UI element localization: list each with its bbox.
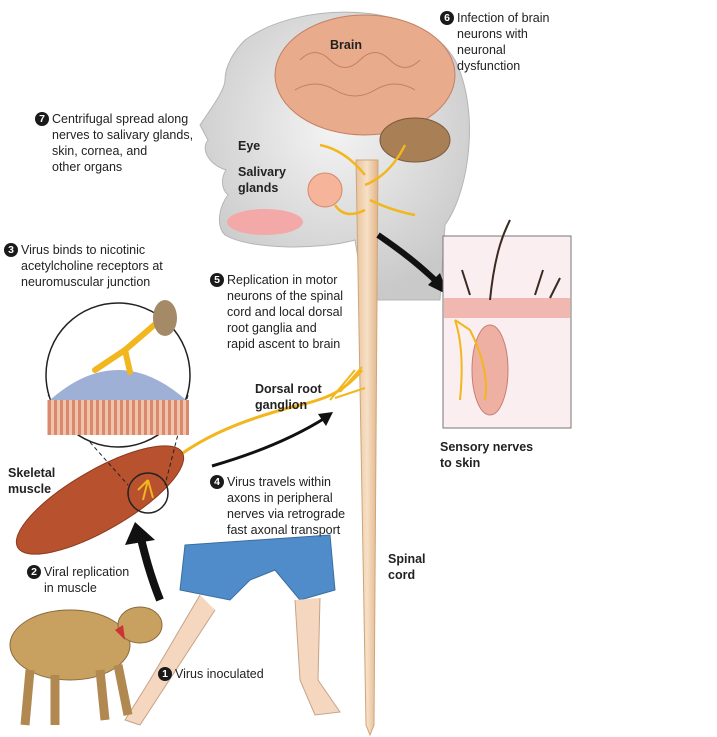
step-line: axons in peripheral (227, 491, 333, 505)
step-line: Replication in motor (227, 273, 338, 287)
label-line: ganglion (255, 398, 308, 412)
label-line: Skeletal (8, 466, 56, 480)
label-line: to skin (440, 456, 481, 470)
step-2: 2 Viral replication in muscle (27, 564, 129, 596)
label-salivary-glands: Salivary glands (238, 164, 286, 196)
label-line: glands (238, 181, 279, 195)
neuromuscular-junction-inset (45, 300, 191, 448)
step-line: Centrifugal spread along (52, 112, 189, 126)
label-line: Salivary (238, 165, 286, 179)
step-line: Viral replication (44, 565, 130, 579)
arrow-to-brain (211, 416, 326, 468)
label-line: Spinal (388, 552, 426, 566)
step-line: Virus binds to nicotinic (21, 243, 146, 257)
label-skeletal-muscle: Skeletal muscle (8, 465, 55, 497)
step-number-badge: 5 (210, 273, 224, 287)
step-number-badge: 1 (158, 667, 172, 681)
skin-inset (442, 219, 572, 429)
step-line: other organs (52, 160, 123, 174)
step-line: rapid ascent to brain (227, 337, 341, 351)
step-line: acetylcholine receptors at (21, 259, 163, 273)
label-eye: Eye (238, 139, 261, 153)
step-line: neurons of the spinal (227, 289, 344, 303)
step-number-badge: 4 (210, 475, 224, 489)
step-line: skin, cornea, and (52, 144, 148, 158)
label-line: Dorsal root (255, 382, 322, 396)
shorts (179, 534, 336, 601)
arrow-to-muscle (136, 534, 164, 602)
mouth (227, 209, 303, 235)
step-line: root ganglia and (227, 321, 317, 335)
step-line: nerves via retrograde (227, 507, 346, 521)
step-line: dysfunction (457, 59, 521, 73)
step-line: neuromuscular junction (21, 275, 151, 289)
label-dorsal-root-ganglion: Dorsal root ganglion (255, 381, 322, 413)
step-line: in muscle (44, 581, 97, 595)
skeletal-muscle-shape (15, 445, 185, 555)
step-line: Virus inoculated (175, 667, 264, 681)
step-line: cord and local dorsal (227, 305, 343, 319)
step-number-badge: 3 (4, 243, 18, 257)
step-line: Virus travels within (227, 475, 331, 489)
step-number-badge: 6 (440, 11, 454, 25)
label-line: Sensory nerves (440, 440, 534, 454)
step-number-badge: 2 (27, 565, 41, 579)
brain-shape (274, 14, 456, 136)
label-line: cord (388, 568, 416, 582)
dog (9, 606, 163, 726)
step-line: fast axonal transport (227, 523, 341, 537)
spinal-cord-shape (355, 159, 379, 737)
label-spinal-cord: Spinal cord (388, 551, 426, 583)
step-1: 1 Virus inoculated (158, 666, 264, 682)
step-line: nerves to salivary glands, (52, 128, 194, 142)
step-5: 5 Replication in motor neurons of the spi… (210, 272, 343, 352)
step-line: Infection of brain (457, 11, 550, 25)
label-brain: Brain (330, 38, 362, 52)
cerebellum (379, 117, 451, 163)
step-number-badge: 7 (35, 112, 49, 126)
label-line: muscle (8, 482, 52, 496)
step-3: 3 Virus binds to nicotinic acetylcholine … (4, 242, 163, 290)
step-line: neuronal (457, 43, 506, 57)
label-sensory-nerves: Sensory nerves to skin (440, 439, 533, 471)
step-6: 6 Infection of brain neurons with neuronal… (440, 10, 549, 74)
legs (124, 594, 341, 726)
step-4: 4 Virus travels within axons in periphera… (210, 474, 345, 538)
salivary-glands-shape (307, 172, 343, 208)
step-line: neurons with (457, 27, 528, 41)
step-7: 7 Centrifugal spread along nerves to sali… (35, 111, 193, 175)
